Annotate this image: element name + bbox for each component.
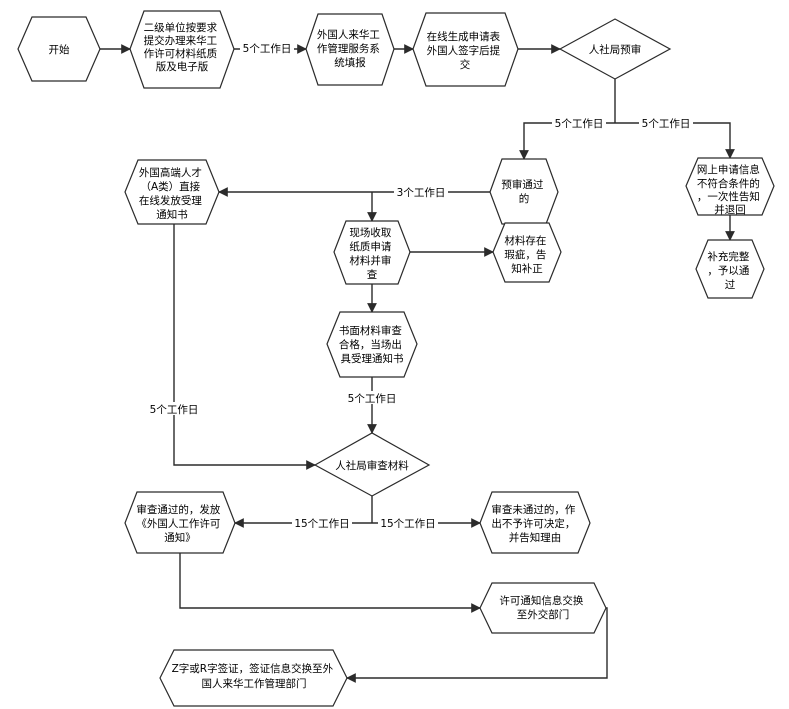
node-submit-label: 二级单位按要求 提交办理来华工 作许可材料纸质 版及电子版 (144, 21, 221, 73)
connectors (100, 44, 735, 683)
node-exchange-foreign-label: 许可通知信息交换 至外交部门 (499, 594, 586, 621)
node-rejected: 审查未通过的，作 出不予许可决定， 并告知理由 (479, 491, 591, 554)
node-onsite: 现场收取 纸质申请 材料并审 查 (333, 220, 411, 285)
node-written-ok-label: 书面材料审查 合格，当场出 具受理通知书 (339, 324, 405, 365)
edge-label-to-a-class: 3个工作日 (397, 187, 446, 199)
edge-labels: 5个工作日 5个工作日 5个工作日 3个工作日 5个工作日 5个工作日 15个工… (147, 42, 693, 530)
node-onsite-label: 现场收取 纸质申请 材料并审 查 (349, 226, 394, 281)
node-bureau-review-label: 人社局审查材料 (335, 459, 409, 472)
node-rejected-label: 审查未通过的，作 出不予许可决定， 并告知理由 (491, 503, 578, 544)
node-supplement: 补充完整 ，予以通 过 (695, 239, 765, 299)
node-fail-online-label: 网上申请信息 不符合条件的 ，一次性告知 并退回 (697, 163, 763, 216)
node-approved-label: 审查通过的，发放 《外国人工作许可 通知》 (136, 503, 223, 544)
node-prereview-label: 人社局预审 (589, 43, 642, 56)
node-prereview-pass-label: 预审通过 的 (501, 178, 546, 205)
edge-aclass-to-review (173, 224, 316, 470)
node-fail-online: 网上申请信息 不符合条件的 ，一次性告知 并退回 (685, 157, 775, 216)
node-gen-form-label: 在线生成申请表 外国人签字后提 交 (427, 30, 504, 71)
edge-label-a-class-down: 5个工作日 (150, 404, 199, 416)
node-supplement-label: 补充完整 ，予以通 过 (707, 250, 752, 291)
edge-label-prereview-left: 5个工作日 (555, 118, 604, 130)
edge-approved-to-exchange (179, 553, 481, 613)
node-gen-form: 在线生成申请表 外国人签字后提 交 (412, 12, 519, 87)
node-fill-system-label: 外国人来华工 作管理服务系 统填报 (317, 28, 383, 69)
node-submit: 二级单位按要求 提交办理来华工 作许可材料纸质 版及电子版 (129, 10, 235, 89)
node-exchange-foreign: 许可通知信息交换 至外交部门 (479, 582, 607, 634)
edge-label-written-down: 5个工作日 (348, 393, 397, 405)
node-a-class-label: 外国高端人才 （A类）直接 在线发放受理 通知书 (139, 166, 205, 221)
node-written-ok: 书面材料审查 合格，当场出 具受理通知书 (326, 311, 418, 378)
node-defect: 材料存在 瑕疵，告 知补正 (492, 222, 562, 283)
node-prereview: 人社局预审 (558, 18, 672, 80)
node-a-class: 外国高端人才 （A类）直接 在线发放受理 通知书 (124, 159, 220, 225)
node-prereview-pass: 预审通过 的 (489, 158, 559, 225)
edge-label-submit-to-fill: 5个工作日 (243, 43, 292, 55)
edge-label-to-rejected: 15个工作日 (380, 518, 435, 530)
node-start-label: 开始 (49, 43, 70, 56)
node-approved: 审查通过的，发放 《外国人工作许可 通知》 (124, 491, 236, 554)
node-fill-system: 外国人来华工 作管理服务系 统填报 (305, 13, 395, 86)
node-defect-label: 材料存在 瑕疵，告 知补正 (504, 234, 549, 275)
edge-label-to-approved: 15个工作日 (294, 518, 349, 530)
node-bureau-review: 人社局审查材料 (313, 432, 431, 497)
node-start: 开始 (17, 16, 101, 82)
edge-label-prereview-right: 5个工作日 (642, 118, 691, 130)
node-visa-label: Z字或R字签证，签证信息交换至外 国人来华工作管理部门 (172, 662, 337, 690)
node-visa: Z字或R字签证，签证信息交换至外 国人来华工作管理部门 (159, 649, 348, 707)
